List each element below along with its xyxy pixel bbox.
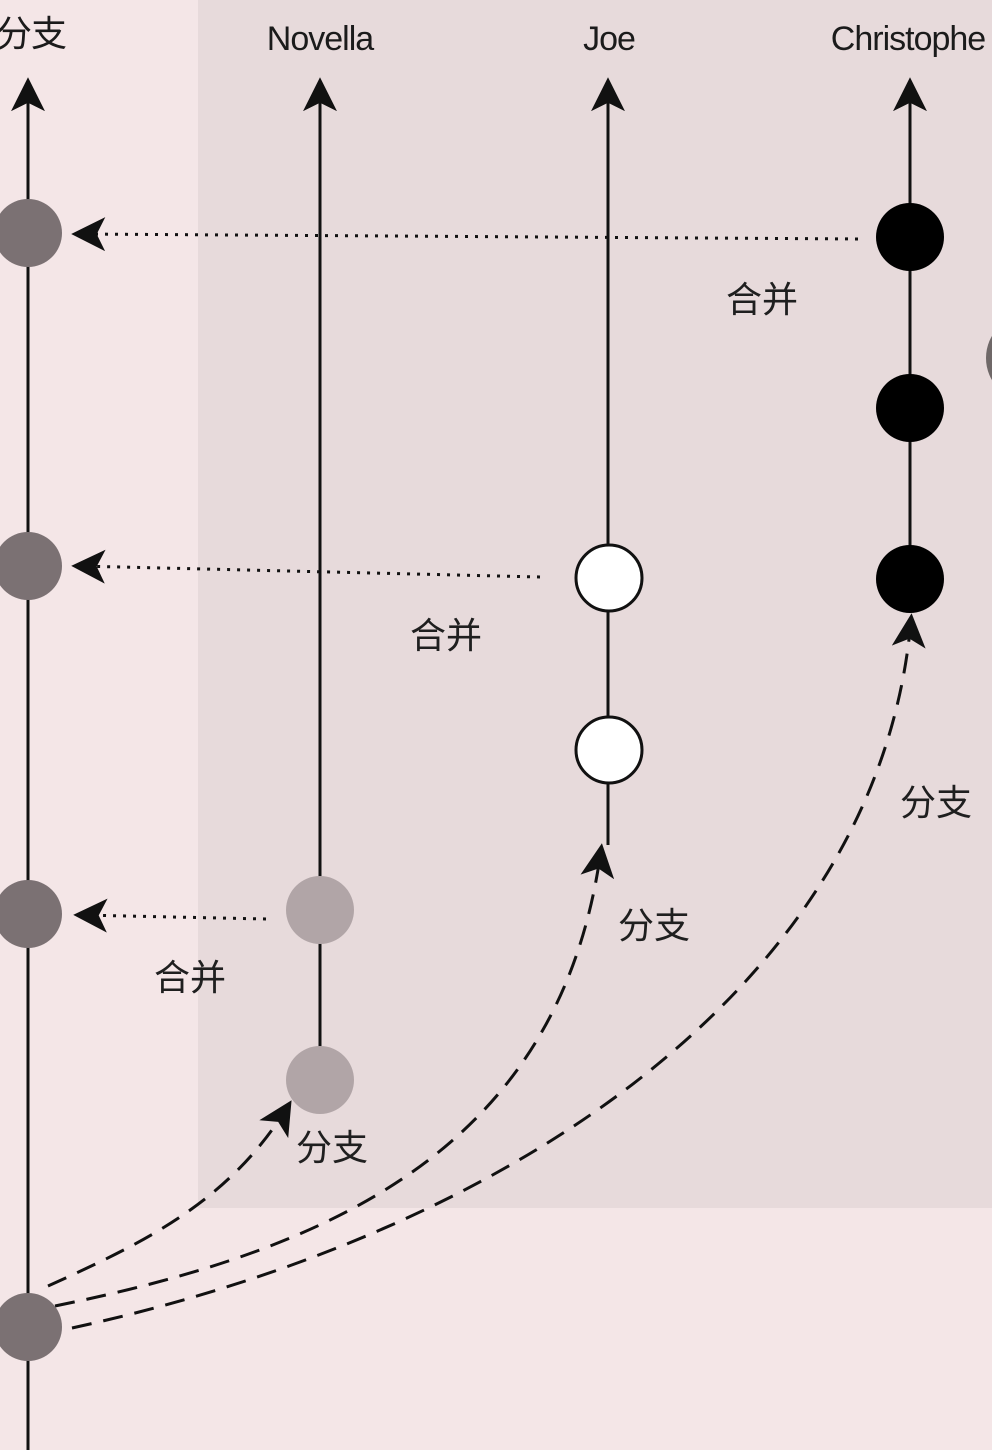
christophe-commit xyxy=(876,545,944,613)
merge-label-christophe: 合并 xyxy=(726,280,798,321)
merge-arrow-christophe xyxy=(71,217,859,252)
joe-header: Joe xyxy=(583,20,635,58)
branch-arrow-joe xyxy=(54,843,615,1308)
branch-arrow-christophe xyxy=(71,613,926,1330)
christophe-header: Christophe xyxy=(831,20,986,58)
main-commit xyxy=(0,1293,62,1361)
branch-arrow-novella xyxy=(47,1100,292,1288)
christophe-commit xyxy=(876,374,944,442)
merge-label-novella: 合并 xyxy=(154,958,226,999)
main-commit xyxy=(0,199,62,267)
branch-label-novella: 分支 xyxy=(296,1128,368,1169)
branch-label-christophe: 分支 xyxy=(900,783,972,824)
novella-commit xyxy=(286,876,354,944)
novella-commit xyxy=(286,1046,354,1114)
joe-commit xyxy=(574,543,644,613)
joe-commit xyxy=(574,715,644,785)
merge-arrow-novella xyxy=(73,898,267,933)
merge-arrow-joe xyxy=(71,549,541,584)
edge-partial-circle xyxy=(986,335,992,381)
main-branch-header: 分支 xyxy=(0,14,66,55)
branch-label-joe: 分支 xyxy=(618,906,690,947)
main-commit xyxy=(0,532,62,600)
novella-header: Novella xyxy=(267,20,374,58)
merge-label-joe: 合并 xyxy=(410,616,482,657)
christophe-commit xyxy=(876,203,944,271)
main-commit xyxy=(0,880,62,948)
